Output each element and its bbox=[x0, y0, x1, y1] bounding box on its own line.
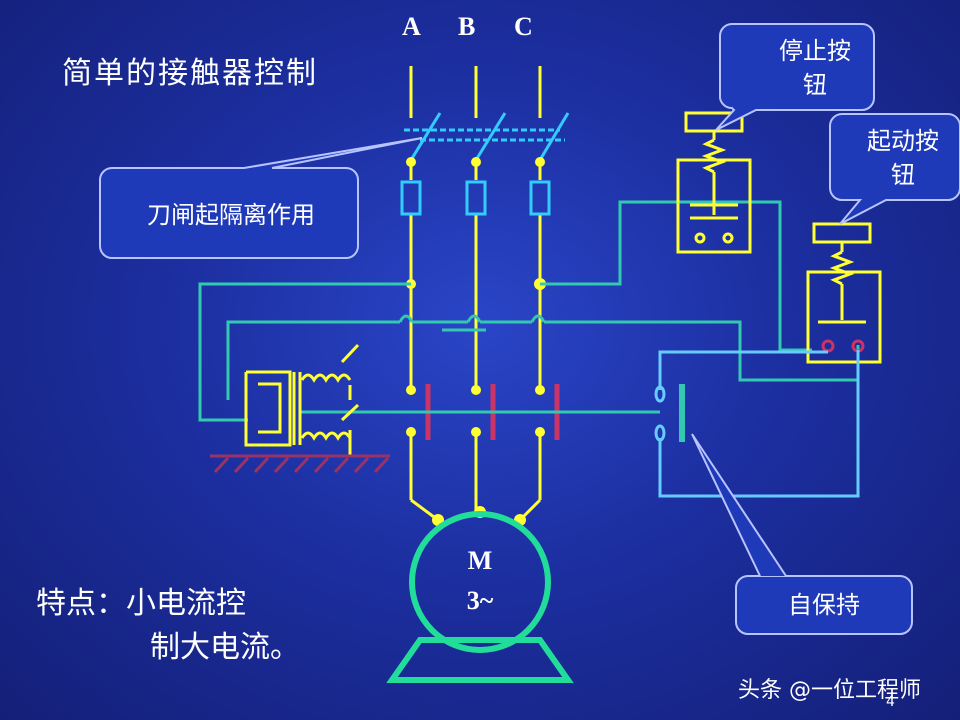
self-hold-contact bbox=[654, 350, 860, 498]
callout-start-text: 起动按钮 bbox=[867, 127, 939, 189]
phase-label-b: B bbox=[458, 12, 476, 41]
slide-title: 简单的接触器控制 bbox=[62, 56, 318, 91]
fuses bbox=[400, 180, 551, 216]
knife-switch bbox=[404, 112, 570, 161]
callout-knife bbox=[99, 137, 423, 259]
phase-label-a: A bbox=[402, 12, 421, 41]
callout-knife-text: 刀闸起隔离作用 bbox=[147, 201, 315, 229]
start-button-symbol bbox=[806, 222, 882, 364]
feature-line-1: 特点：小电流控 bbox=[36, 586, 246, 621]
junction-dots bbox=[406, 157, 546, 526]
watermark: 头条 @一位工程师 bbox=[738, 678, 921, 703]
feature-note: 特点：小电流控 制大电流。 bbox=[36, 582, 300, 670]
callout-self-hold bbox=[691, 433, 913, 635]
page-number: 4 bbox=[886, 694, 895, 710]
callout-start bbox=[829, 113, 960, 225]
stop-button-symbol bbox=[676, 111, 752, 254]
motor-symbol bbox=[386, 511, 574, 683]
ground-hatch bbox=[210, 454, 390, 474]
motor-label-m: M bbox=[467, 546, 493, 575]
power-lines bbox=[409, 66, 542, 522]
callout-self-hold-text: 自保持 bbox=[788, 591, 860, 619]
phase-label-c: C bbox=[514, 12, 533, 41]
motor-label-phase: 3~ bbox=[466, 586, 494, 615]
contactor-coil bbox=[244, 343, 360, 455]
callout-stop bbox=[715, 23, 875, 131]
callout-stop-text: 停止按钮 bbox=[779, 37, 851, 99]
feature-line-2: 制大电流。 bbox=[150, 630, 300, 665]
